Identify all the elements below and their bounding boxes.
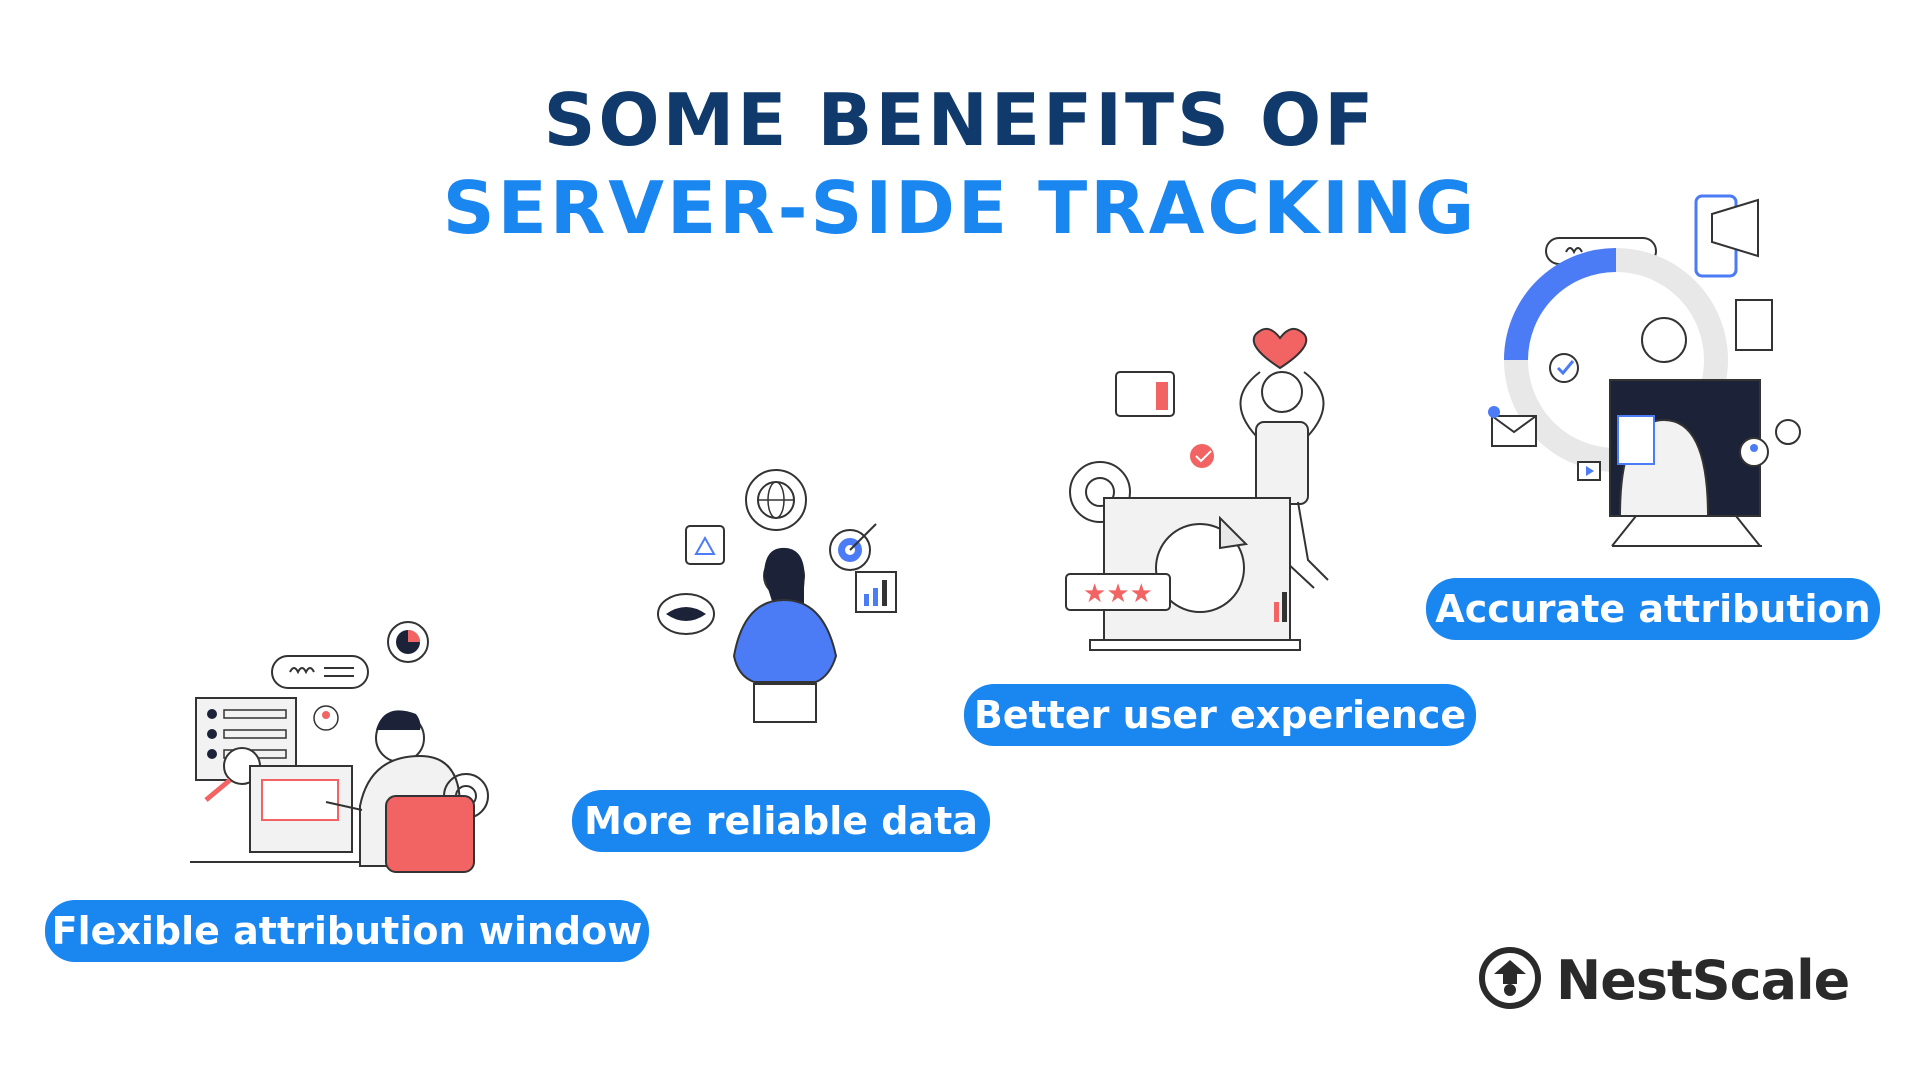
benefit-pill-user-experience: Better user experience: [964, 684, 1476, 746]
svg-text:★★★: ★★★: [1083, 579, 1153, 609]
nestscale-logo-icon: [1478, 946, 1542, 1014]
brand-name: NestScale: [1556, 948, 1850, 1012]
user-experience-illustration: ★★★: [1060, 312, 1380, 668]
title-line-1: SOME BENEFITS OF: [543, 78, 1377, 162]
accurate-attribution-illustration: [1486, 190, 1806, 550]
reliable-data-illustration: [650, 466, 910, 766]
benefit-pill-flexible-attribution: Flexible attribution window: [45, 900, 649, 962]
benefit-pill-reliable-data: More reliable data: [572, 790, 990, 852]
benefit-pill-accurate-attribution: Accurate attribution: [1426, 578, 1880, 640]
flexible-attribution-illustration: [190, 620, 510, 880]
title-line-2: SERVER-SIDE TRACKING: [442, 166, 1478, 250]
brand-logo: NestScale: [1478, 940, 1850, 1020]
